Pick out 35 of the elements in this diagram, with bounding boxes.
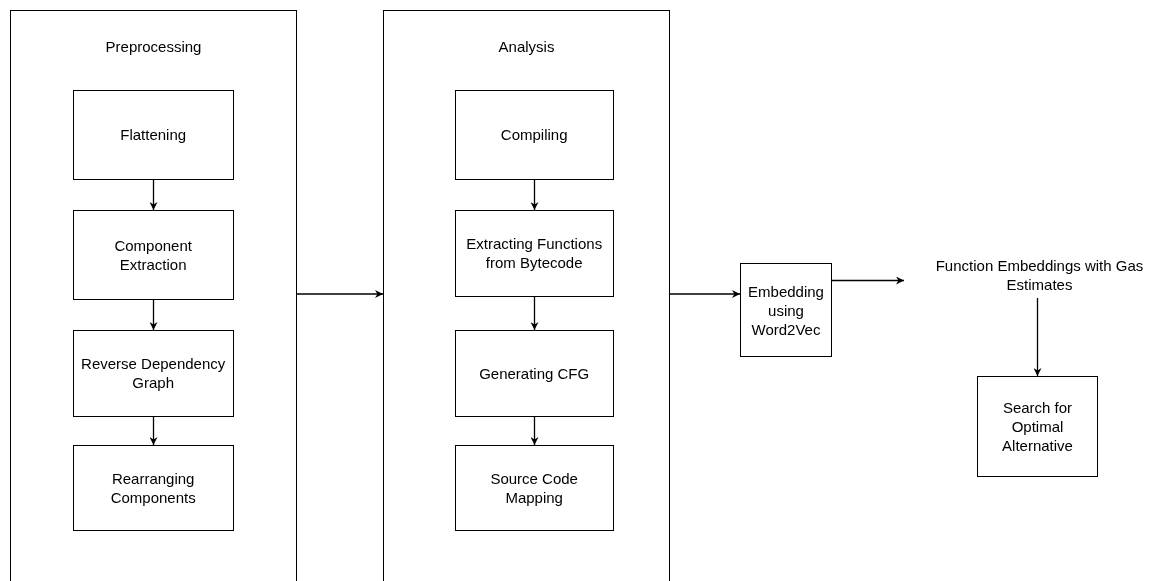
panel-title: Preprocessing [104,37,203,56]
process-box [72,89,234,180]
box-label: Flattening [119,125,188,145]
box-label: Extracting Functions from Bytecode [465,234,604,273]
process-box [454,329,614,417]
arrow [149,299,158,331]
arrow [149,179,158,211]
arrow [530,416,539,446]
panel-title: Analysis [497,37,556,56]
arrow [530,179,539,211]
process-box [454,444,614,531]
box-label: Compiling [499,125,569,145]
arrow [669,290,741,298]
arrow [296,290,384,298]
output-text: Function Embeddings with Gas Estimates [934,256,1145,294]
process-box [454,89,614,180]
box-label: Component Extraction [113,235,193,274]
box-label: Generating CFG [478,363,591,383]
box-label: Reverse Dependency Graph [80,354,227,393]
process-box [72,329,234,417]
arrow [831,276,905,285]
arrow [1033,297,1042,377]
process-box [72,444,234,531]
process-box [454,209,614,297]
process-box [977,376,1098,477]
box-label: Search for Optimal Alternative [1001,398,1074,455]
box-label: Embedding using Word2Vec [747,281,825,339]
process-box [740,263,832,357]
arrow [149,416,158,446]
process-box [72,209,234,300]
box-label: Rearranging Components [109,468,197,507]
arrow [530,296,539,331]
box-label: Source Code Mapping [489,468,579,507]
group-panel [10,10,297,581]
group-panel [383,10,670,581]
